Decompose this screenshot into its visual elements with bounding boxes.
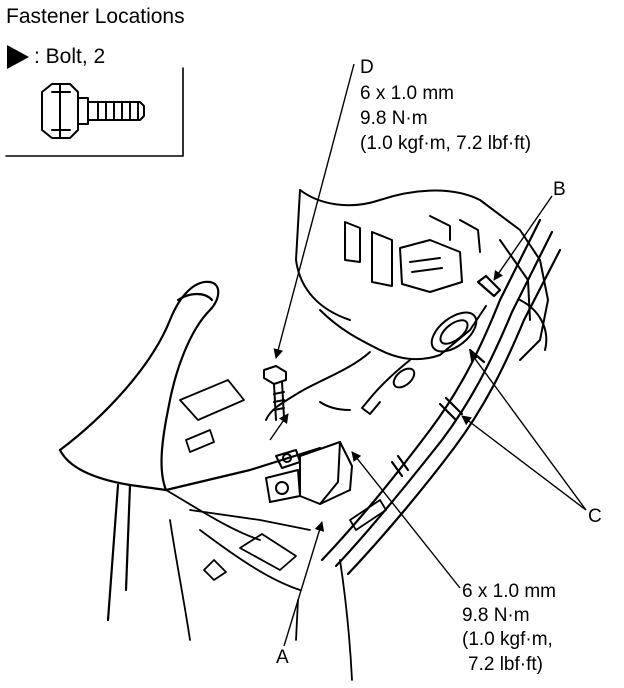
leader-c-1 xyxy=(469,351,587,511)
callout-d-letter: D xyxy=(360,57,374,78)
leader-a-spec xyxy=(351,451,461,589)
callout-a-size: 6 x 1.0 mm xyxy=(462,581,556,602)
leader-d xyxy=(273,63,355,359)
callout-d-size: 6 x 1.0 mm xyxy=(360,83,454,104)
parking-brake-lever xyxy=(58,280,322,622)
page-title: Fastener Locations xyxy=(6,5,185,28)
callout-d-torque: 9.8 N·m xyxy=(360,108,428,129)
bolt-d xyxy=(263,365,287,421)
legend-frame xyxy=(5,67,184,157)
callout-a-torque-alt-2: 7.2 lbf·ft) xyxy=(468,654,543,675)
callout-a-torque: 9.8 N·m xyxy=(462,605,530,626)
callout-b-letter: B xyxy=(553,179,566,200)
callout-a-torque-alt-1: (1.0 kgf·m, xyxy=(462,629,553,650)
legend-label: : Bolt, 2 xyxy=(34,45,106,68)
legend-marker-icon xyxy=(7,45,29,69)
callout-c-letter: C xyxy=(588,506,602,527)
flange-bolt-icon xyxy=(41,83,145,139)
callout-a-letter: A xyxy=(276,647,289,668)
leader-d-small xyxy=(269,413,289,441)
leader-a xyxy=(283,521,325,647)
leader-c-2 xyxy=(461,415,587,511)
transmission-housing xyxy=(295,189,549,361)
shift-cable-assembly xyxy=(265,305,487,421)
leader-b xyxy=(493,195,553,281)
cable-bracket xyxy=(265,441,353,505)
callout-d-torque-alt: (1.0 kgf·m, 7.2 lbf·ft) xyxy=(360,133,532,154)
selector-cables xyxy=(320,218,562,576)
lower-floor-details xyxy=(165,379,387,681)
